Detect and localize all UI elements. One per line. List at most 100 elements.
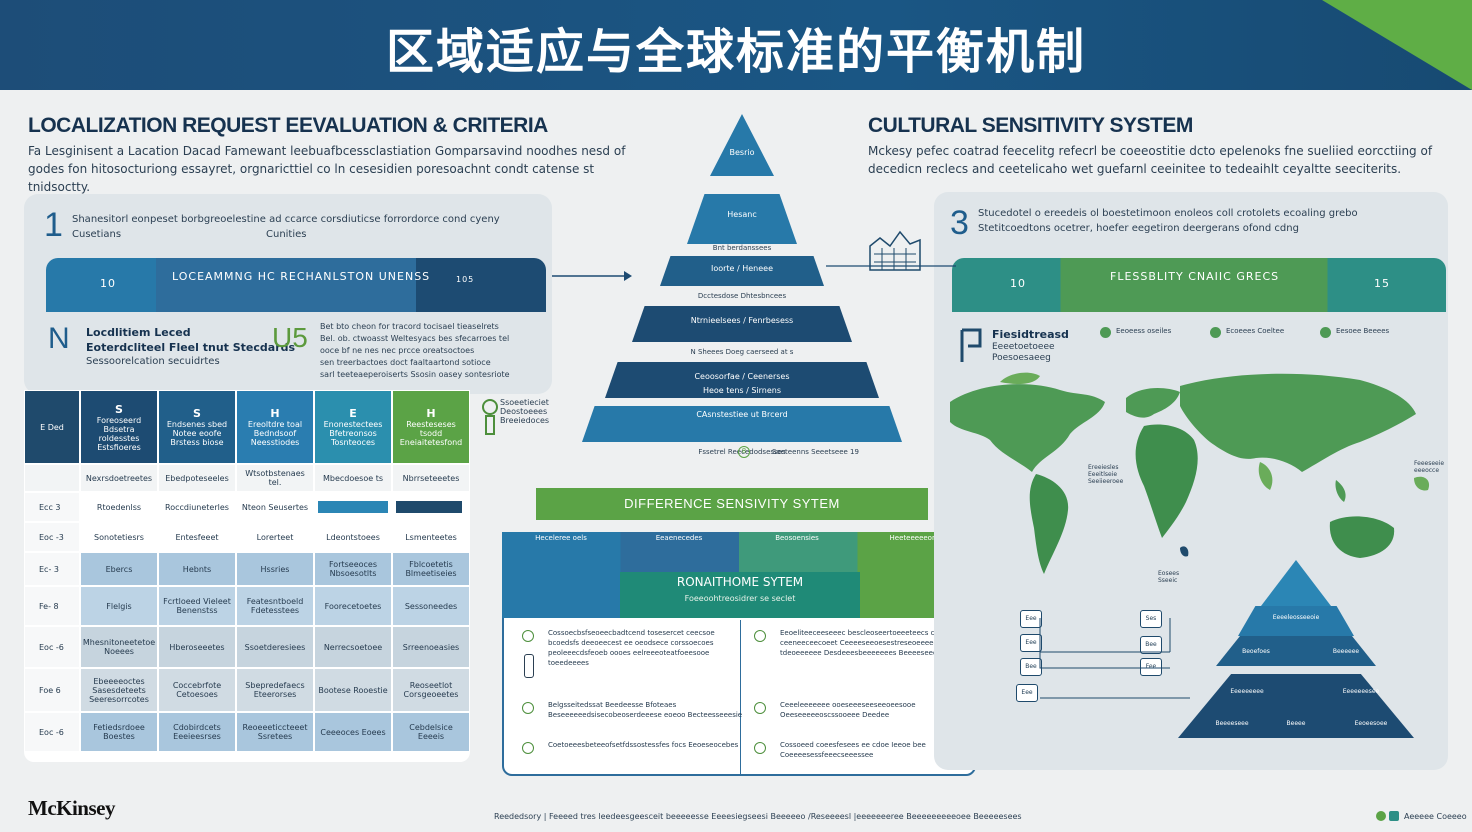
left-panel-text-2a: Cusetians	[72, 229, 122, 240]
left-u-text-2: Bel. ob. ctwoasst Weltesyacs bes sfecarr…	[320, 334, 510, 343]
table-subhead-cell: Ebedpoteseeles	[158, 464, 236, 492]
table-row-label: Ec- 3	[24, 552, 80, 586]
center-box-tab: Eeaenecedes	[655, 534, 703, 542]
center-box-subtitle: Foeeoohtreosidrer se seclet	[684, 594, 796, 603]
table-cell: Fetiedsrdoee Boestes	[80, 712, 158, 752]
right-pyramid-tier	[1216, 636, 1376, 666]
pyramid-tier	[660, 256, 824, 286]
table-cell: Cdobirdcets Eeeieesrses	[158, 712, 236, 752]
center-box-tab: Heceleree oels	[535, 534, 587, 542]
legend-item-label: Ecoeees Coeltee	[1226, 327, 1285, 335]
table-cell: Lorerteet	[236, 522, 314, 552]
left-n-text-2: Eoterdcliteel Fleel tnut Stecdards	[86, 341, 296, 354]
side-text: Ssoeetieciet Deostoeees Breeiedoces	[500, 398, 550, 425]
table-bar-blue	[318, 501, 388, 513]
right-pyramid-tier	[1238, 606, 1354, 636]
item-check-icon	[754, 742, 766, 754]
table-cell: Ldeontstoees	[314, 522, 392, 552]
left-u-text-3: ooce bf ne nes nec prcce oreatsoctoes	[320, 346, 475, 355]
right-pyramid-tier	[1178, 674, 1414, 738]
table-cell: Srreenoeasies	[392, 626, 470, 668]
table-row-label: Eoc -6	[24, 626, 80, 668]
map-label-2: Eosees Sseeic	[1158, 570, 1180, 584]
right-banner-label: FLESSBLITY CNAIIC GRECS	[1110, 270, 1280, 283]
table-cell: Reoseetlot Corsgeoeetes	[392, 668, 470, 712]
right-pyramid-label: Beeee	[1286, 720, 1306, 727]
table-cell: Sonotetiesrs	[80, 522, 158, 552]
center-side-code: 8	[738, 446, 750, 458]
item-check-icon	[522, 630, 534, 642]
left-banner-left: 10	[100, 277, 116, 290]
table-cell: Ebercs	[80, 552, 158, 586]
table-head-label: E Ded	[24, 390, 80, 464]
table-cell: Flelgis	[80, 586, 158, 626]
left-banner-right: 105	[456, 275, 475, 284]
side-box: Ses	[1140, 610, 1162, 628]
center-box-item: Coetoeeesbeteeofsetfdssostessfes focs Ee…	[548, 741, 739, 749]
table-row-label: Fe- 8	[24, 586, 80, 626]
legend-dot-icon	[1210, 327, 1221, 338]
difference-banner	[536, 488, 928, 520]
right-pyramid-label: Eeeeeeesee	[1342, 688, 1380, 695]
right-pyramid-label: Beoefoes	[1242, 648, 1270, 655]
difference-banner-label: DIFFERENCE SENSIVITY SYTEM	[624, 496, 840, 511]
pyramid-tier-label: Hesanc	[727, 210, 757, 219]
table-label-cell	[24, 464, 80, 492]
table-cell: Coccebrfote Cetoesoes	[158, 668, 236, 712]
table-cell: Ebeeeeoctes Sasesdeteets Seeresorrcotes	[80, 668, 158, 712]
right-pyramid-label: Eeeeeeeee	[1230, 688, 1264, 695]
pyramid-tier-label: Besrio	[729, 148, 755, 157]
side-lock-icon	[480, 396, 500, 440]
table-cell: Hssries	[236, 552, 314, 586]
center-box-item: Cossoecbsfseoeecbadtcend tosesercet ceec…	[548, 629, 715, 667]
footer-brand: McKinsey	[28, 796, 115, 820]
left-panel-text-2b: Cunities	[266, 229, 307, 240]
table-subhead-cell: Nbrrseteeetes	[392, 464, 470, 492]
right-pyramid-label: Eeoeesoee	[1354, 720, 1388, 727]
center-box-item: Belgsseitedssat Beedeesse Bfoteaes Besee…	[548, 701, 743, 719]
table-cell: Featesntboeld Fdetesstees	[236, 586, 314, 626]
side-box: Bee	[1140, 636, 1162, 654]
left-banner-label: LOCEAMMNG HC RECHANLSTON UNENSS	[172, 270, 431, 283]
table-row-label: Eoc -3	[24, 522, 80, 552]
table-cell: Lsmenteetes	[392, 522, 470, 552]
page-title: 区域适应与全球标准的平衡机制	[385, 24, 1086, 80]
center-box-title: RONAITHOME SYTEM	[676, 575, 804, 589]
table-cell: Fblcoetetis Blmeetiseies	[392, 552, 470, 586]
table-cell: Roccdiuneterles	[158, 492, 236, 522]
footer-square-icon	[1389, 811, 1399, 821]
left-n-text-3: Sessoorelcation secuidrtes	[86, 356, 220, 367]
side-box: Eee	[1020, 610, 1042, 628]
center-box-item: Ceeeleeeeeee ooeseeeseeseeoeesooe Oeesee…	[780, 701, 916, 719]
right-subtitle-2: decedicn reclecs and ceetelicaho wet gue…	[868, 162, 1402, 176]
pyramid-under-label: Soeteenns Seeetseee 19	[772, 448, 859, 456]
pyramid-tier	[582, 406, 902, 442]
pyramid-tier	[710, 114, 774, 176]
map-label-3: Feeeseeie eeeocce	[1414, 460, 1445, 474]
item-check-icon	[754, 630, 766, 642]
center-box-items: Cossoecbsfseoeecbadtcend tosesercet ceec…	[502, 620, 976, 776]
right-subtitle-1: Mckesy pefec coatrad feecelitg refecrl b…	[868, 144, 1433, 158]
left-subtitle-1: Fa Lesginisent a Lacation Dacad Famewant…	[28, 144, 626, 158]
left-n-letter: N	[48, 322, 70, 355]
pyramid-tier-label: Ntrnieelsees / Fenrbesess	[690, 316, 794, 325]
arrow-right-icon	[552, 271, 632, 281]
table-cell: Nerrecsoetoee	[314, 626, 392, 668]
table-subhead-cell: Nexrsdoetreetes	[80, 464, 158, 492]
table-row-label: Foe 6	[24, 668, 80, 712]
left-banner	[46, 258, 546, 312]
right-banner-right: 15	[1374, 277, 1390, 290]
item-check-icon	[522, 742, 534, 754]
table-cell: Bootese Rooestie	[314, 668, 392, 712]
legend-title-1: Fiesidtreasd	[992, 328, 1069, 341]
pyramid-under-label: N Sheees Doeg caerseed at s	[690, 348, 794, 356]
